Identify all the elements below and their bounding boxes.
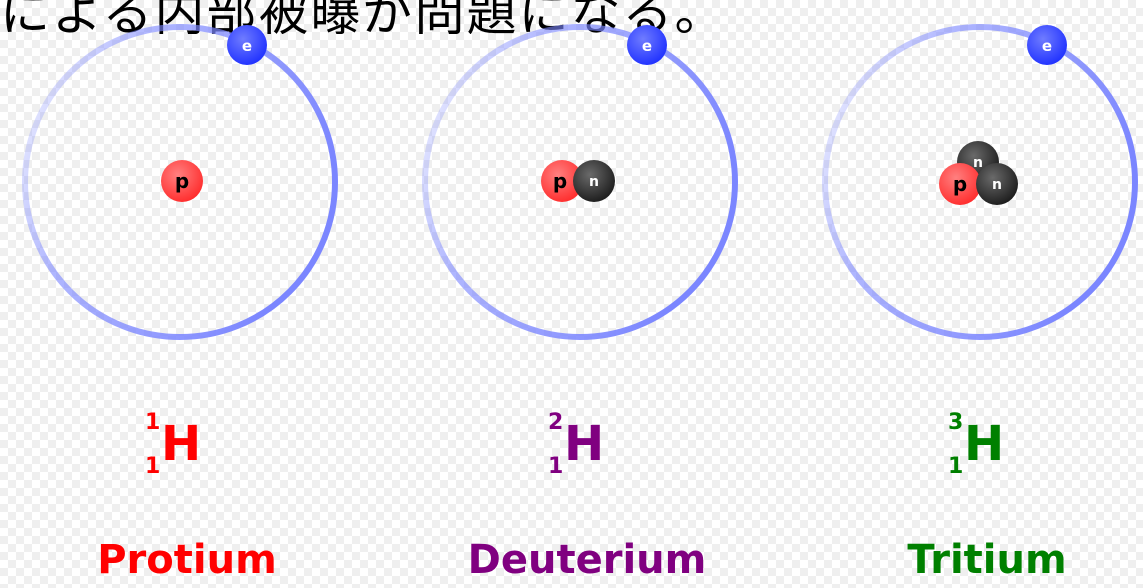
electron-label: e — [1042, 37, 1052, 55]
neutron-particle — [573, 160, 615, 202]
electron-particle — [627, 25, 667, 65]
electron-particle — [1027, 25, 1067, 65]
neutron-label: n — [973, 155, 983, 171]
proton-particle — [939, 163, 981, 205]
deuterium-diagram: p n e — [422, 24, 738, 340]
isotope-name: Protium — [97, 537, 277, 583]
atom-deuterium: p n e 2 1 H Deuterium — [397, 0, 777, 583]
proton-label: p — [553, 169, 567, 193]
orbit-ring — [422, 24, 738, 340]
atomic-number: 1 — [145, 454, 161, 479]
electron-particle — [227, 25, 267, 65]
orbit-ring — [22, 24, 338, 340]
neutron-label: n — [992, 177, 1002, 193]
element-symbol: H — [161, 416, 202, 472]
mass-number: 2 — [548, 410, 564, 435]
mass-number: 1 — [145, 410, 161, 435]
atomic-number: 1 — [548, 454, 564, 479]
tritium-diagram: n p n e — [822, 24, 1138, 340]
isotope-name: Deuterium — [467, 537, 707, 583]
element-symbol: H — [964, 416, 1005, 472]
mass-number: 3 — [948, 410, 964, 435]
orbit-ring — [822, 24, 1138, 340]
neutron-particle — [976, 163, 1018, 205]
proton-label: p — [953, 172, 967, 196]
atomic-number: 1 — [948, 454, 964, 479]
proton-label: p — [175, 169, 189, 193]
electron-label: e — [242, 37, 252, 55]
atom-tritium: n p n e 3 1 H Tritium — [797, 0, 1143, 583]
protium-diagram: p e — [22, 24, 338, 340]
atom-protium: p e 1 1 H Protium — [0, 0, 377, 583]
proton-particle — [161, 160, 203, 202]
proton-particle — [541, 160, 583, 202]
neutron-label: n — [589, 174, 599, 190]
element-symbol: H — [564, 416, 605, 472]
isotope-name: Tritium — [907, 537, 1067, 583]
electron-label: e — [642, 37, 652, 55]
